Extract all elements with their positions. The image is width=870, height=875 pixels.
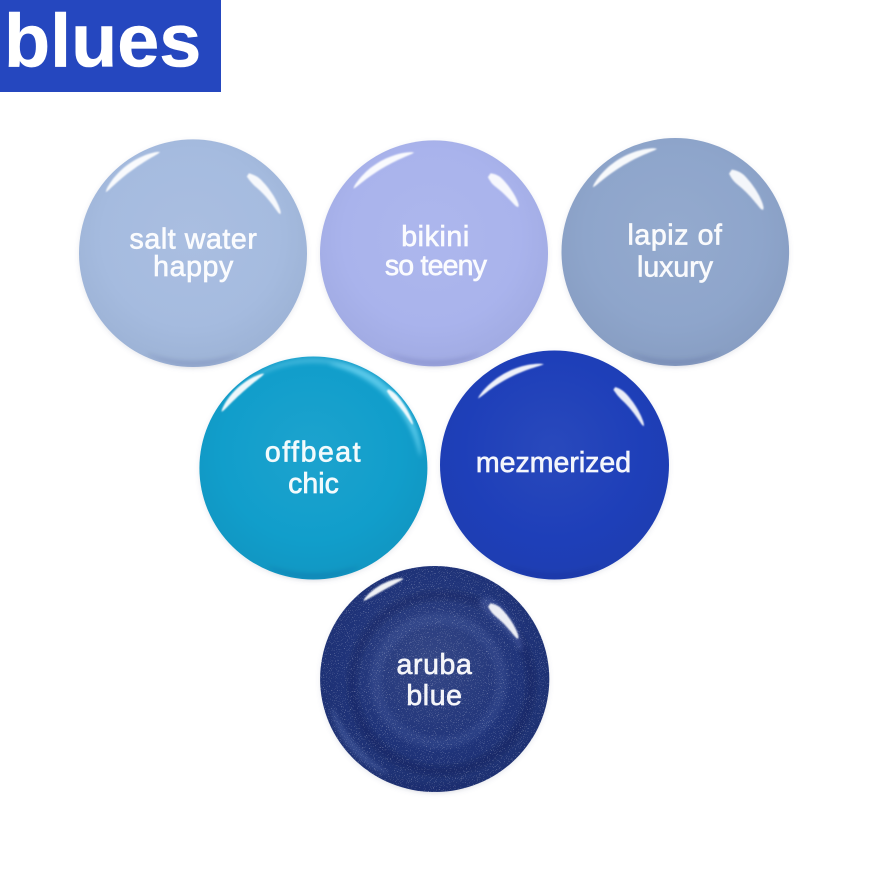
svg-text:so teeny: so teeny: [385, 250, 488, 282]
svg-text:luxury: luxury: [637, 252, 714, 284]
svg-text:mezmerized: mezmerized: [476, 447, 631, 479]
svg-text:blue: blue: [406, 680, 462, 712]
svg-text:salt water: salt water: [130, 224, 258, 256]
svg-text:aruba: aruba: [397, 649, 473, 681]
svg-text:chic: chic: [288, 468, 339, 500]
svg-text:lapiz of: lapiz of: [627, 219, 722, 251]
svg-text:blues: blues: [4, 0, 201, 83]
svg-text:happy: happy: [153, 251, 234, 283]
svg-text:offbeat: offbeat: [265, 437, 362, 469]
svg-text:bikini: bikini: [401, 221, 470, 253]
